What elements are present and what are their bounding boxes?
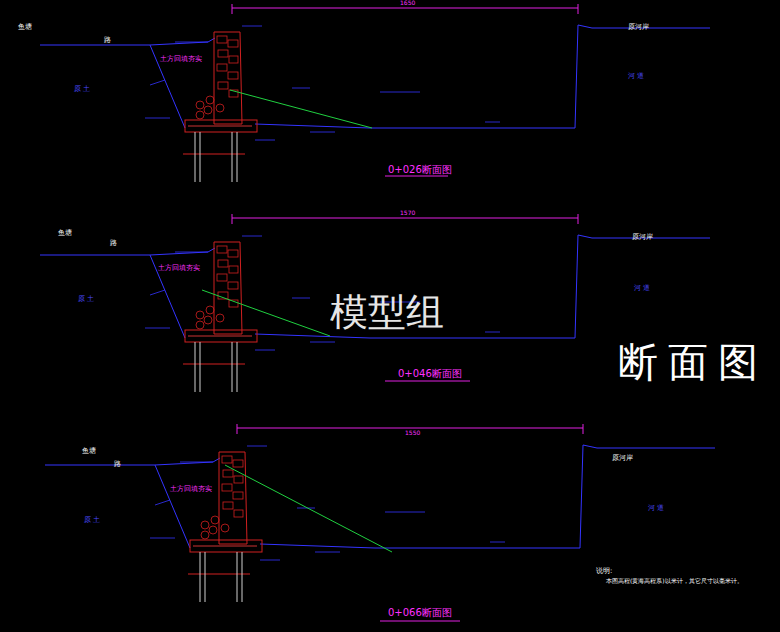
fill-note: 土方回填夯实 — [158, 265, 200, 273]
road-label: 路 — [110, 240, 117, 248]
section-caption: 0+026断面图 — [388, 164, 452, 175]
bank-label: 原河岸 — [628, 24, 649, 32]
place-name: 鱼塘 — [58, 230, 72, 238]
soil-label: 原 土 — [78, 296, 94, 304]
dimension: 1570 — [400, 210, 415, 217]
fill-note: 土方回填夯实 — [160, 56, 202, 64]
section-caption: 0+046断面图 — [398, 368, 462, 379]
soil-label: 原 土 — [74, 86, 90, 94]
road-label: 路 — [104, 37, 111, 45]
place-name: 鱼塘 — [82, 448, 96, 456]
dimension: 1550 — [405, 430, 420, 437]
river-label: 河 道 — [634, 285, 650, 293]
place-name: 鱼塘 — [18, 24, 32, 32]
bank-label: 原河岸 — [612, 455, 633, 463]
note-heading: 说明: — [596, 568, 612, 576]
river-label: 河 道 — [628, 73, 644, 81]
river-label: 河 道 — [648, 505, 664, 513]
bank-label: 原河岸 — [632, 234, 653, 242]
road-label: 路 — [114, 461, 121, 469]
fill-note: 土方回填夯实 — [170, 486, 212, 494]
soil-label: 原 土 — [84, 517, 100, 525]
dimension: 1650 — [400, 0, 415, 7]
watermark: 模型组 — [330, 292, 444, 334]
drawing-title: 断面图 — [618, 340, 768, 384]
section-caption: 0+066断面图 — [388, 607, 452, 618]
note-text: 本图高程(黄海高程系)以米计，其它尺寸以毫米计。 — [606, 578, 743, 585]
